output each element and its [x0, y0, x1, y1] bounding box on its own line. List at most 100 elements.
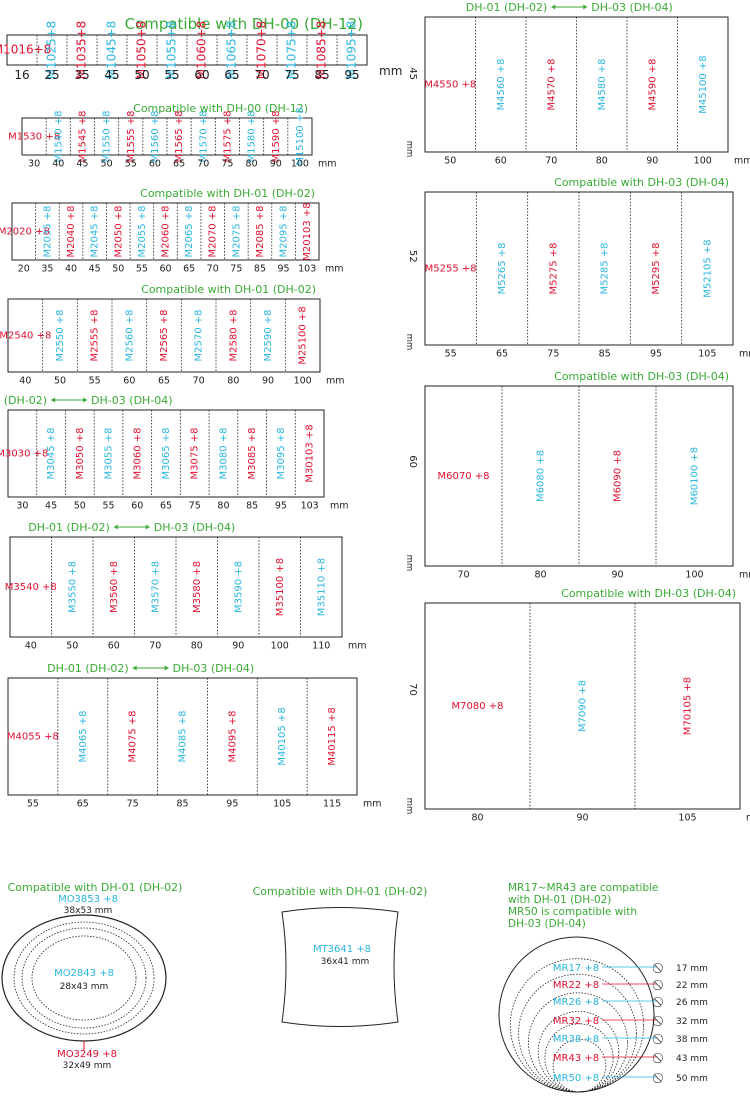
model-label: M40115 +8 — [327, 707, 338, 765]
unit-label: mm — [330, 501, 349, 512]
model-label: M4085 +8 — [178, 711, 189, 763]
width-value: 55 — [445, 349, 457, 360]
unit-label: mm — [746, 813, 750, 824]
compatibility-left-label: DH-01 (DH-02) — [466, 1, 548, 14]
width-value: 105 — [698, 349, 716, 360]
panel-p60: Compatible with DH-03 (DH-04)M6070 +870M… — [404, 370, 750, 581]
model-label: M2560 +8 — [124, 310, 135, 362]
compatibility-label: Compatible with DH-01 (DH-02) — [253, 885, 428, 898]
unit-label: mm — [734, 156, 750, 167]
height-unit-label: mm — [404, 798, 414, 815]
compatibility-note: MR17~MR43 are compatible — [508, 882, 659, 894]
model-label: M15100 +8 — [295, 107, 306, 165]
unit-label: mm — [379, 64, 402, 78]
unit-label: mm — [326, 376, 345, 387]
model-label: M3085 +8 — [247, 428, 258, 480]
size-label: 32x49 mm — [63, 1061, 112, 1071]
model-label: M30103 +8 — [305, 424, 316, 482]
width-value: 50 — [444, 156, 456, 167]
width-value: 45 — [104, 68, 119, 82]
model-label: M7080 +8 — [452, 701, 504, 712]
width-value: 45 — [45, 501, 57, 512]
compatibility-right-label: DH-03 (DH-04) — [173, 662, 255, 675]
compatibility-label: Compatible with DH-03 (DH-04) — [554, 370, 729, 383]
model-label: M1045+8 — [105, 21, 119, 80]
compatibility-right-label: DH-03 (DH-04) — [91, 394, 173, 407]
width-value: 85 — [314, 68, 329, 82]
model-label: M5275 +8 — [548, 243, 559, 295]
model-label: M4560 +8 — [496, 59, 507, 111]
width-value: 65 — [224, 68, 239, 82]
diameter-icon: ⃠ — [652, 979, 663, 990]
mold-outline — [11, 202, 320, 261]
model-label: M70105 +8 — [683, 677, 694, 735]
model-label: M4550 +8 — [424, 80, 476, 91]
width-value: 60 — [159, 264, 171, 275]
model-label: M4590 +8 — [647, 59, 658, 111]
compatibility-right-label: DH-03 (DH-04) — [591, 1, 673, 14]
width-value: 60 — [123, 376, 135, 387]
width-value: 85 — [246, 501, 258, 512]
width-value: 90 — [646, 156, 658, 167]
model-label: MO3249 +8 — [57, 1049, 117, 1060]
width-value: 70 — [207, 264, 219, 275]
model-label: M2050 +8 — [113, 206, 124, 258]
round-size-ring — [509, 958, 645, 1093]
width-value: 16 — [14, 68, 29, 82]
width-value: 35 — [41, 264, 53, 275]
panel-p25: Compatible with DH-01 (DH-02)M2540 +840M… — [0, 283, 345, 387]
model-label: M2085 +8 — [255, 206, 266, 258]
model-label: M1085+8 — [315, 21, 329, 80]
height-label: 60 — [407, 455, 418, 468]
size-label: 36x41 mm — [321, 957, 370, 967]
size-label: 32 mm — [676, 1017, 708, 1027]
model-label: M3045 +8 — [46, 428, 57, 480]
panel-p45: DH-01 (DH-02) DH-03 (DH-04) M4550 +8 50 M456… — [404, 1, 750, 167]
height-label: 70 — [407, 683, 418, 696]
compatibility-label: Compatible with DH-00 (DH-12) — [133, 102, 308, 115]
model-label: M1575 +8 — [222, 111, 233, 163]
model-label: M1555 +8 — [126, 111, 137, 163]
model-label: M2565 +8 — [159, 310, 170, 362]
model-label: M3095 +8 — [276, 428, 287, 480]
round-size-ring — [544, 1023, 614, 1093]
panel-p35: DH-01 (DH-02)DH-03 (DH-04)M3540 +840M355… — [5, 521, 367, 652]
width-value: 80 — [534, 570, 546, 581]
width-value: 103 — [298, 264, 316, 275]
model-label: M1070+8 — [255, 21, 269, 80]
width-value: 25 — [44, 68, 59, 82]
width-value: 80 — [596, 156, 608, 167]
model-label: M2070 +8 — [208, 206, 219, 258]
compatibility-label: Compatible with DH-00 (DH-12) — [125, 15, 363, 33]
model-label: M4580 +8 — [597, 59, 608, 111]
compatibility-left-label: DH-01 (DH-02) — [0, 394, 47, 407]
model-label: M4055 +8 — [7, 732, 59, 743]
model-label: MR26 +8 — [553, 997, 599, 1008]
width-value: 100 — [291, 159, 309, 170]
model-label: M2075 +8 — [231, 206, 242, 258]
model-label: M1075+8 — [285, 21, 299, 80]
mold-outline — [7, 409, 325, 498]
model-label: MR43 +8 — [553, 1053, 599, 1064]
width-value: 95 — [344, 68, 359, 82]
model-label: MR38 +8 — [553, 1034, 599, 1045]
model-label: M3065 +8 — [161, 428, 172, 480]
model-label: M1025+8 — [45, 21, 59, 80]
mold-outline — [21, 117, 313, 156]
diameter-icon: ⃠ — [652, 1033, 663, 1044]
width-value: 55 — [164, 68, 179, 82]
model-label: M5265 +8 — [497, 243, 508, 295]
width-value: 95 — [278, 264, 290, 275]
width-value: 103 — [301, 501, 319, 512]
width-value: 70 — [197, 159, 209, 170]
panel-p40: DH-01 (DH-02)DH-03 (DH-04)M4055 +855M406… — [7, 662, 382, 810]
width-value: 55 — [125, 159, 137, 170]
model-label: M3570 +8 — [150, 561, 161, 613]
width-value: 60 — [131, 501, 143, 512]
model-label: M35110 +8 — [316, 558, 327, 616]
model-label: MO3853 +8 — [58, 894, 118, 905]
width-value: 50 — [74, 501, 86, 512]
width-value: 85 — [254, 264, 266, 275]
